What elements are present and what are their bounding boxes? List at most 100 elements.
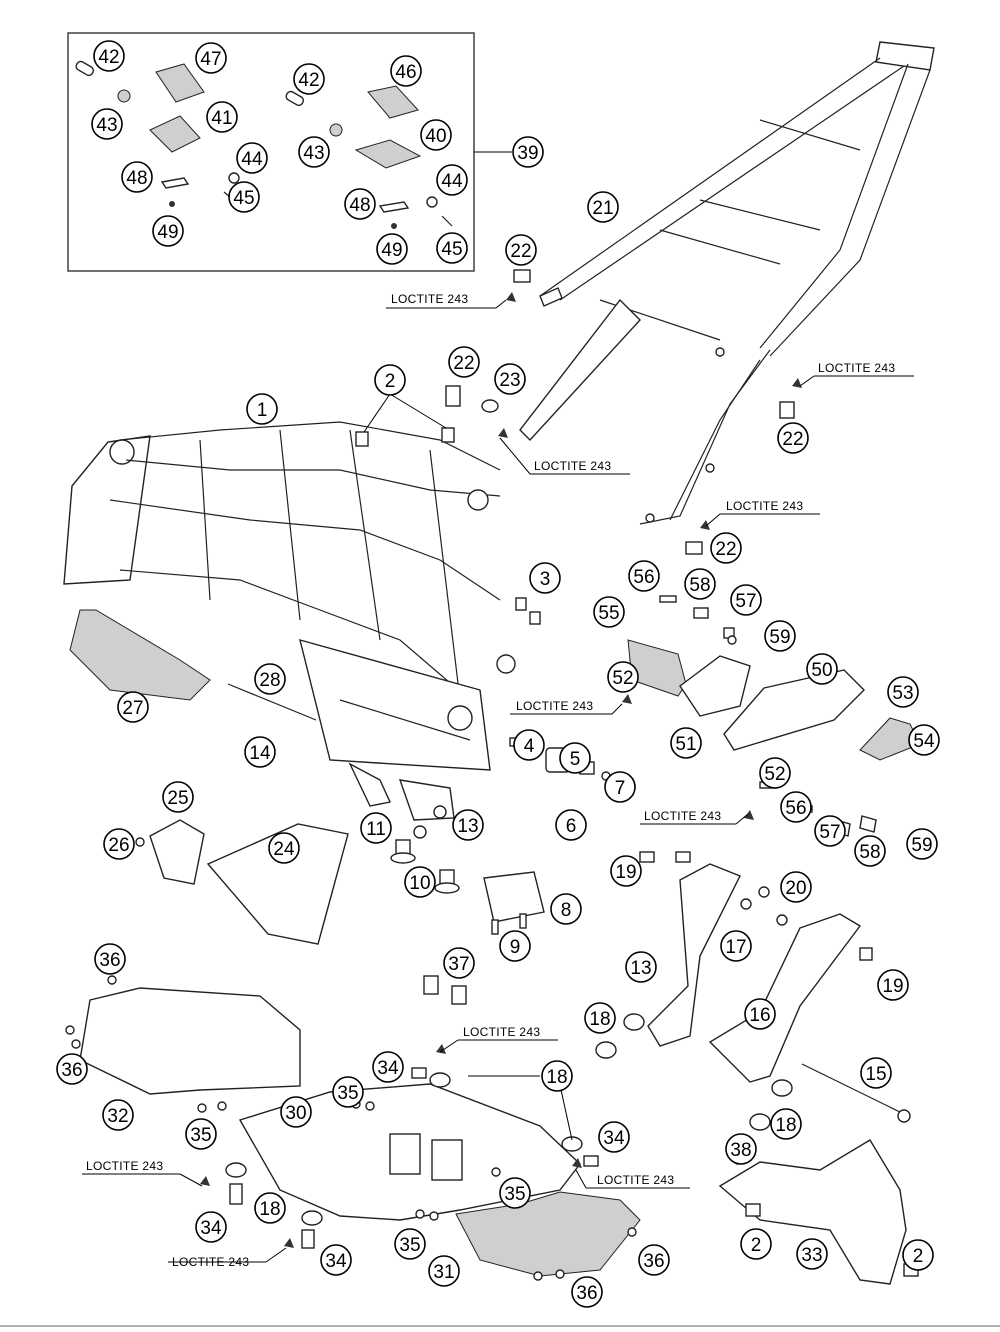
callout-5: 5: [559, 742, 591, 774]
callout-number: 34: [377, 1058, 399, 1079]
callout-48: 48: [121, 161, 153, 193]
callout-51: 51: [670, 727, 702, 759]
callout-number: 34: [325, 1251, 347, 1272]
callout-number: 2: [385, 371, 396, 392]
callout-43: 43: [91, 108, 123, 140]
callout-number: 52: [764, 764, 785, 785]
callout-35: 35: [394, 1228, 426, 1260]
loctite-label: LOCTITE 243: [172, 1255, 249, 1269]
callout-26: 26: [103, 828, 135, 860]
callout-number: 22: [453, 353, 474, 374]
callout-circle: [332, 1076, 364, 1108]
callout-4: 4: [513, 729, 545, 761]
callout-59: 59: [764, 620, 796, 652]
callout-circle: [293, 63, 325, 95]
callout-58: 58: [684, 568, 716, 600]
callout-36: 36: [638, 1244, 670, 1276]
callout-circle: [195, 1211, 227, 1243]
callout-circle: [587, 191, 619, 223]
callout-number: 33: [801, 1245, 822, 1266]
loctite-label: LOCTITE 243: [534, 459, 611, 473]
callout-circle: [598, 1121, 630, 1153]
callout-number: 35: [399, 1235, 420, 1256]
callout-circle: [710, 532, 742, 564]
callout-number: 51: [675, 734, 696, 755]
callout-circle: [684, 568, 716, 600]
callout-circle: [162, 781, 194, 813]
callout-circle: [759, 757, 791, 789]
callout-number: 37: [448, 954, 469, 975]
callout-circle: [452, 809, 484, 841]
callout-number: 18: [546, 1067, 567, 1088]
callout-circle: [505, 234, 537, 266]
callout-circle: [152, 215, 184, 247]
callout-number: 22: [510, 241, 531, 262]
callout-circle: [780, 871, 812, 903]
callout-44: 44: [236, 142, 268, 174]
callout-circle: [195, 42, 227, 74]
callout-48: 48: [344, 188, 376, 220]
callout-14: 14: [244, 736, 276, 768]
loctite-label: LOCTITE 243: [818, 361, 895, 375]
callout-6: 6: [555, 809, 587, 841]
callout-46: 46: [390, 55, 422, 87]
callout-circle: [744, 998, 776, 1030]
callout-number: 13: [457, 816, 478, 837]
callout-number: 43: [96, 115, 117, 136]
callout-number: 6: [566, 816, 577, 837]
callout-1: 1: [246, 393, 278, 425]
callout-circle: [559, 742, 591, 774]
callout-circle: [254, 1192, 286, 1224]
side-cover: [79, 987, 301, 1095]
main-frame: [63, 421, 516, 821]
callout-number: 52: [612, 668, 633, 689]
callout-number: 14: [249, 743, 271, 764]
callout-34: 34: [195, 1211, 227, 1243]
callout-number: 18: [589, 1009, 610, 1030]
callout-58: 58: [854, 835, 886, 867]
inset-parts: [75, 60, 453, 229]
callout-number: 41: [211, 108, 232, 129]
callout-36: 36: [56, 1053, 88, 1085]
callout-circle: [244, 736, 276, 768]
callout-number: 43: [303, 143, 324, 164]
callout-19: 19: [610, 855, 642, 887]
callout-circle: [638, 1244, 670, 1276]
lower-guard: [455, 1191, 641, 1277]
callout-number: 18: [775, 1115, 796, 1136]
callout-number: 40: [425, 126, 446, 147]
callout-number: 23: [499, 370, 520, 391]
callout-circle: [494, 363, 526, 395]
callout-circle: [390, 55, 422, 87]
callout-number: 34: [603, 1128, 625, 1149]
callout-57: 57: [814, 815, 846, 847]
callout-circle: [428, 1255, 460, 1287]
callout-circle: [236, 142, 268, 174]
callout-circle: [550, 893, 582, 925]
callout-circle: [374, 364, 406, 396]
callout-41: 41: [206, 101, 238, 133]
callout-circle: [593, 596, 625, 628]
callout-2: 2: [374, 364, 406, 396]
callout-3: 3: [529, 562, 561, 594]
callout-number: 21: [592, 198, 613, 219]
callout-circle: [499, 1177, 531, 1209]
callout-circle: [571, 1276, 603, 1308]
callout-number: 35: [190, 1125, 211, 1146]
callout-8: 8: [550, 893, 582, 925]
callout-number: 26: [108, 835, 129, 856]
callout-50: 50: [806, 653, 838, 685]
callout-circle: [860, 1057, 892, 1089]
callout-number: 49: [381, 240, 402, 261]
callout-number: 42: [298, 70, 319, 91]
callout-number: 45: [233, 188, 254, 209]
callout-47: 47: [195, 42, 227, 74]
callout-circle: [298, 136, 330, 168]
loctite-leaders: [82, 299, 914, 1263]
callout-34: 34: [320, 1244, 352, 1276]
callout-number: 17: [725, 937, 746, 958]
callout-circle: [280, 1096, 312, 1128]
callout-31: 31: [428, 1255, 460, 1287]
callout-circle: [529, 562, 561, 594]
